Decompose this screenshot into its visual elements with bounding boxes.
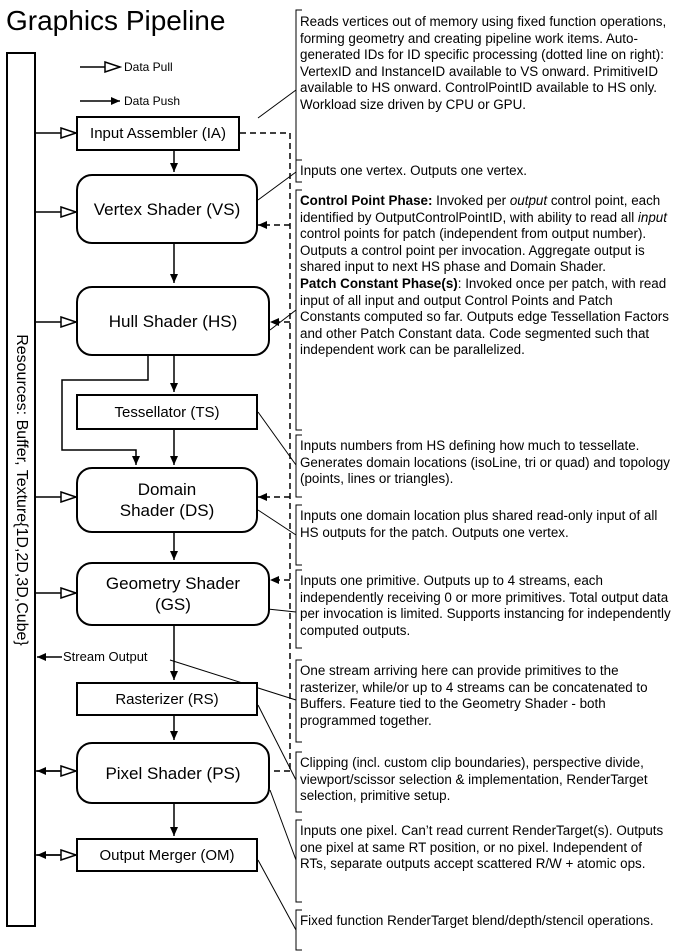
resource-pull-arrows [36,133,76,855]
pixel-shader-label: Pixel Shader (PS) [105,763,241,783]
vertex-shader-description: Inputs one vertex. Outputs one vertex. [300,163,528,178]
hull-shader-stage: Hull Shader (HS) [76,286,270,356]
tessellator-description: Inputs numbers from HS defining how much… [300,438,670,487]
output-merger-stage: Output Merger (OM) [76,838,258,872]
vertex-shader-label: Vertex Shader (VS) [93,199,241,219]
vertex-shader-stage: Vertex Shader (VS) [76,174,258,244]
control-point-phase-heading: Control Point Phase: [300,193,433,208]
hull-shader-description: Control Point Phase: Invoked per output … [300,193,672,359]
tessellator-label: Tessellator (TS) [114,403,220,421]
stream-output-description: One stream arriving here can provide pri… [300,663,648,728]
resources-box: Resources: Buffer, Texture{1D,2D,3D,Cube… [6,52,36,927]
domain-shader-description: Inputs one domain location plus shared r… [300,508,658,540]
geometry-shader-stage: Geometry Shader (GS) [76,562,270,626]
geometry-shader-label: Geometry Shader (GS) [105,574,241,614]
rasterizer-stage: Rasterizer (RS) [76,682,258,716]
resources-label: Resources: Buffer, Texture{1D,2D,3D,Cube… [13,333,30,646]
hs-cp-text-1: Invoked per [432,193,510,208]
geometry-shader-description: Inputs one primitive. Outputs up to 4 st… [300,573,671,638]
legend-data-pull-label: Data Pull [124,60,173,74]
pixel-shader-stage: Pixel Shader (PS) [76,742,270,804]
hull-shader-label: Hull Shader (HS) [108,311,238,331]
description-brackets [295,9,302,951]
hs-cp-text-2: control point, each identified by Output… [300,193,661,225]
input-assembler-description: Reads vertices out of memory using fixed… [300,14,667,112]
page-title: Graphics Pipeline [6,5,226,36]
rasterizer-description: Clipping (incl. custom clip boundaries),… [300,755,648,804]
resource-push-arrows [37,767,60,859]
pixel-shader-description: Inputs one pixel. Can’t read current Ren… [300,823,664,872]
tessellator-stage: Tessellator (TS) [76,394,258,430]
output-merger-label: Output Merger (OM) [99,846,235,864]
domain-shader-label: Domain Shader (DS) [119,480,215,520]
input-assembler-label: Input Assembler (IA) [90,125,226,142]
patch-constant-phase-heading: Patch Constant Phase(s) [300,275,458,291]
output-merger-description: Fixed function RenderTarget blend/depth/… [300,913,654,928]
rasterizer-label: Rasterizer (RS) [115,690,219,708]
input-assembler-stage: Input Assembler (IA) [76,116,240,151]
domain-shader-stage: Domain Shader (DS) [76,467,258,533]
leader-lines [169,89,297,931]
hs-cp-input-word: input [637,209,667,225]
hs-cp-output-word: output [509,193,548,208]
stream-output-label: Stream Output [62,649,149,664]
hs-pc-text: : Invoked once per patch, with read inpu… [300,275,669,358]
hs-cp-text-3: control points for patch (independent fr… [300,226,647,275]
legend-data-push-label: Data Push [124,94,181,108]
